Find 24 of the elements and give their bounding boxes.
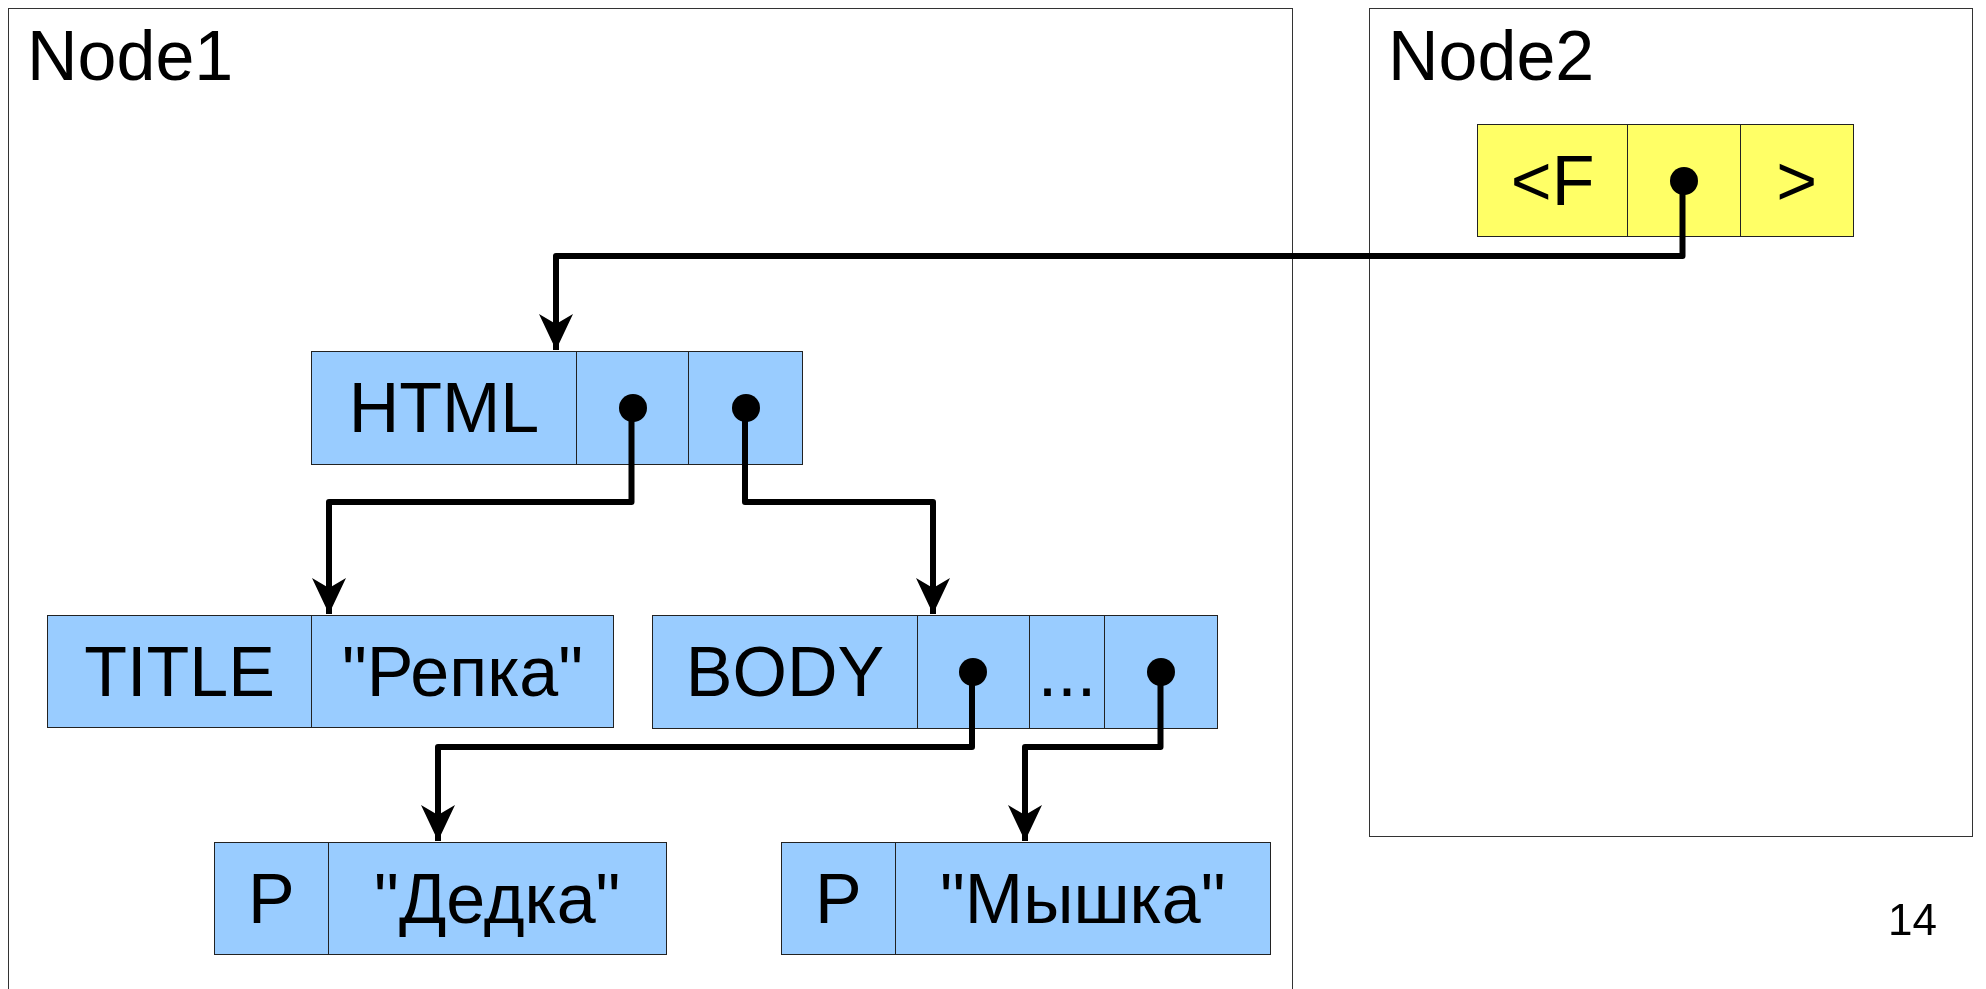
pointer-arrow (539, 193, 1686, 350)
cell-text: <F (1510, 145, 1595, 216)
record-box (652, 615, 1218, 729)
pointer-arrow (1008, 685, 1164, 841)
record-box (1477, 124, 1854, 237)
node-title: Node1 (27, 21, 234, 91)
cell-text: P (814, 863, 862, 934)
pointer-arrow (421, 685, 975, 841)
cell-text: ... (1037, 637, 1097, 707)
record-box (781, 842, 1271, 955)
cell-text: HTML (348, 373, 540, 443)
cell-text: P (247, 863, 295, 934)
cell-text: BODY (685, 637, 885, 707)
node-title: Node2 (1388, 21, 1595, 91)
node-frame (1369, 8, 1973, 837)
cell-text: "Мышка" (939, 863, 1226, 934)
cell-text: > (1776, 145, 1818, 216)
record-box (311, 351, 803, 465)
record-box (214, 842, 667, 955)
record-box (47, 615, 614, 728)
page-number: 14 (1888, 895, 1937, 945)
node-frame (8, 8, 1293, 989)
cell-text: "Репка" (341, 636, 584, 707)
cell-text: TITLE (84, 636, 275, 707)
